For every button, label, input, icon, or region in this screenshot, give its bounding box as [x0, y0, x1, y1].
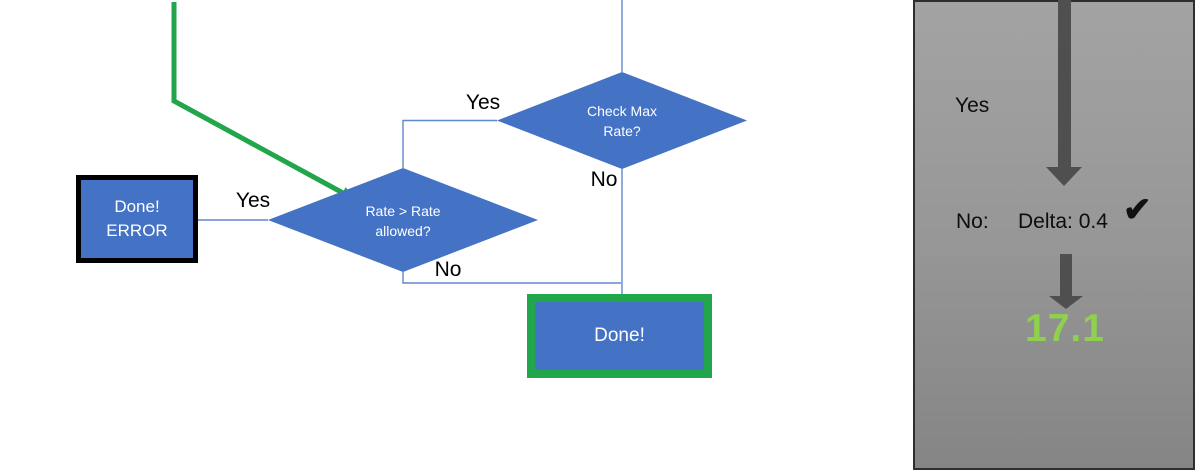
- decision-rate-allowed: [268, 168, 538, 272]
- connector-check-max-yes-to-rate: [402, 119, 497, 168]
- label-check-max-yes: Yes: [465, 91, 501, 114]
- green-arrow-line: [171, 2, 345, 196]
- flowchart-svg: Check Max Rate? Rate > Rate allowed?: [171, 0, 747, 295]
- panel-delta-value: Delta: 0.4: [1018, 210, 1108, 233]
- label-check-max-no: No: [590, 168, 618, 191]
- panel-no-label: No:: [956, 210, 989, 233]
- panel-yes-label: Yes: [955, 94, 990, 117]
- down-arrow-shaft-bottom-icon: [1060, 254, 1072, 296]
- label-rate-yes: Yes: [235, 189, 271, 212]
- decision-rate-allowed-line1: Rate > Rate: [365, 203, 440, 219]
- decision-check-max-rate-line2: Rate?: [603, 123, 641, 139]
- decision-check-max-rate: [497, 72, 747, 169]
- done-error-box: Done! ERROR: [76, 175, 198, 263]
- decision-rate-allowed-line2: allowed?: [375, 223, 430, 239]
- result-value: 17.1: [1025, 307, 1105, 350]
- done-error-line2: ERROR: [106, 221, 168, 240]
- side-panel: Yes No: Delta: 0.4 ✔ 17.1: [913, 0, 1195, 470]
- down-arrow-shaft-top-icon: [1058, 0, 1071, 167]
- check-icon: ✔: [1123, 191, 1152, 229]
- down-arrow-head-top-icon: [1046, 167, 1082, 186]
- done-error-line1: Done!: [114, 197, 160, 216]
- decision-check-max-rate-line1: Check Max: [587, 103, 657, 119]
- label-rate-no: No: [434, 258, 462, 281]
- done-box: Done!: [527, 294, 712, 378]
- done-box-label: Done!: [594, 325, 645, 346]
- down-arrow-head-bottom-icon: [1049, 296, 1083, 309]
- connector-rate-no-to-done: [402, 272, 621, 284]
